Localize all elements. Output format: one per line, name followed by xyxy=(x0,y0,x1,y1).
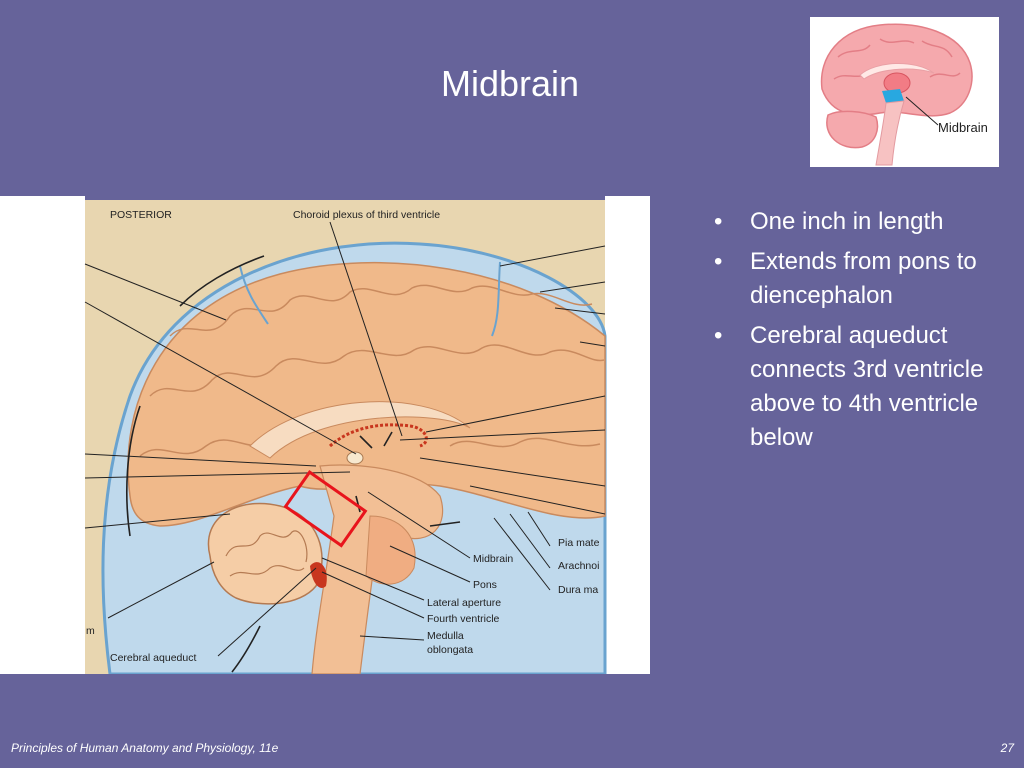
slide-title: Midbrain xyxy=(440,63,580,104)
bullet-text: Cerebral aqueduct connects 3rd ventricle… xyxy=(750,322,984,451)
bullet-item: •Extends from pons to diencephalon xyxy=(714,248,977,309)
bullet-item: •One inch in length xyxy=(714,208,944,235)
label-cerebral-aqueduct: Cerebral aqueduct xyxy=(110,652,196,664)
bullet-item: •Cerebral aqueduct connects 3rd ventricl… xyxy=(714,322,984,451)
label-arachnoid: Arachnoi xyxy=(558,560,599,572)
label-dura-mater: Dura ma xyxy=(558,584,598,596)
brain-sagittal-diagram: POSTERIOR Choroid plexus of third ventri… xyxy=(0,196,650,674)
bullet-list: •One inch in length •Extends from pons t… xyxy=(710,205,1010,461)
label-oblongata: oblongata xyxy=(427,644,473,656)
page-number: 27 xyxy=(1000,741,1014,755)
midbrain-highlight-box xyxy=(283,470,368,548)
label-cut-left: m xyxy=(86,625,95,637)
footer-book-title: Principles of Human Anatomy and Physiolo… xyxy=(11,741,279,755)
brain-thumbnail-image: Midbrain xyxy=(810,17,999,167)
brain-thumbnail-svg: Midbrain xyxy=(810,17,999,167)
label-medulla: Medulla xyxy=(427,630,464,642)
label-midbrain: Midbrain xyxy=(473,553,513,565)
label-choroid-plexus: Choroid plexus of third ventricle xyxy=(293,209,440,221)
label-lateral-aperture: Lateral aperture xyxy=(427,597,501,609)
bullet-text: One inch in length xyxy=(750,208,944,235)
bullet-text: Extends from pons to diencephalon xyxy=(750,248,977,309)
brain-diagram-svg: POSTERIOR Choroid plexus of third ventri… xyxy=(0,196,650,674)
label-pia-mater: Pia mate xyxy=(558,537,600,549)
label-posterior: POSTERIOR xyxy=(110,209,172,221)
label-pons: Pons xyxy=(473,579,497,591)
label-fourth-ventricle: Fourth ventricle xyxy=(427,613,500,625)
thumbnail-midbrain-label: Midbrain xyxy=(938,120,988,135)
